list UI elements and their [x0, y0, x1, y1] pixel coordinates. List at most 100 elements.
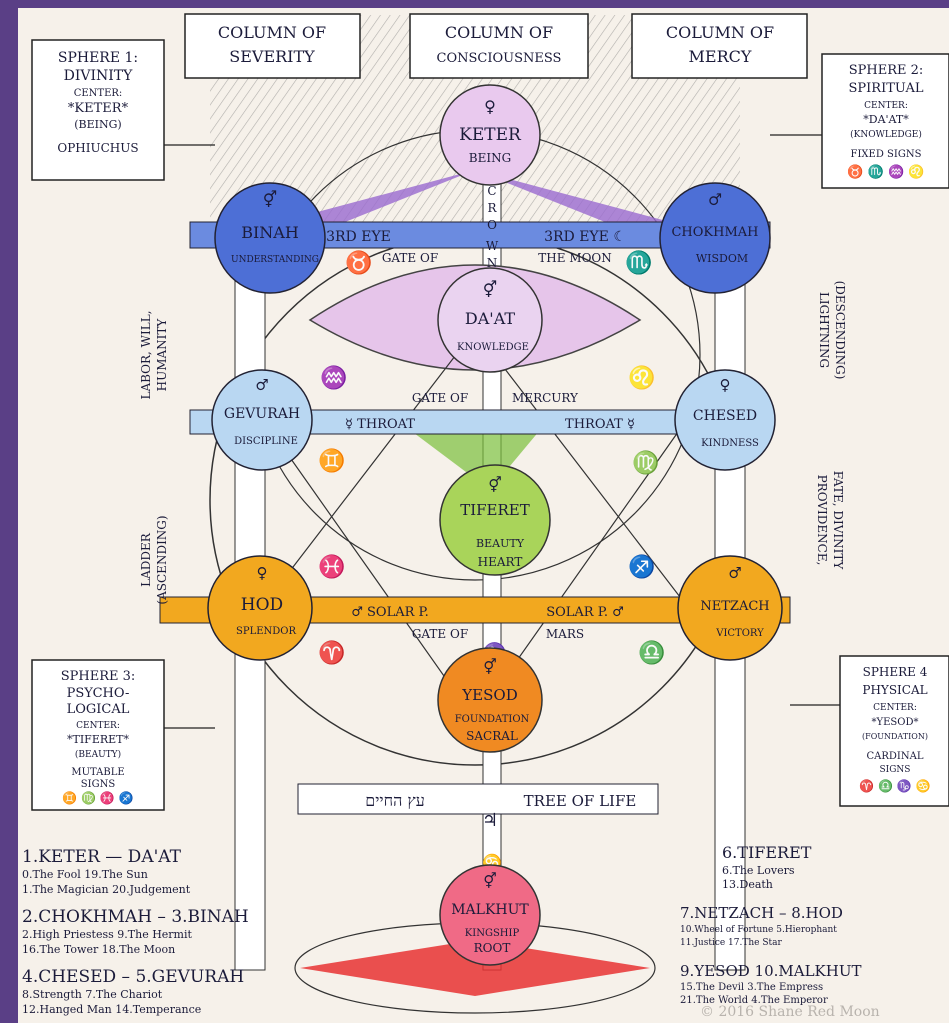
banner-throat-right: THROAT ☿: [565, 417, 635, 432]
sphere-malkhut: ⚥ MALKHUT KINGSHIP ROOT: [439, 864, 541, 966]
keter-symbol-icon: ♀: [484, 97, 496, 116]
sphere3-box: [31, 659, 165, 811]
tiferet-word: BEAUTY: [476, 537, 525, 550]
malkhut-word2: ROOT: [474, 941, 511, 955]
column-mercy-box: [631, 13, 808, 79]
virgo-icon: ♍: [632, 450, 659, 476]
gevurah-word: DISCIPLINE: [234, 436, 298, 447]
sphere2-line3: CENTER:: [864, 101, 908, 111]
sphere3-line4: CENTER:: [76, 721, 120, 731]
column-consciousness-line2: CONSCIOUSNESS: [437, 51, 562, 66]
chesed-name: CHESED: [693, 408, 757, 424]
gemini-icon: ♊: [318, 448, 345, 474]
sphere-netzach: ♂ NETZACH VICTORY: [677, 555, 783, 661]
side-label-lightning-2: (DESCENDING): [833, 281, 847, 380]
daat-symbol-icon: ⚥: [483, 280, 497, 299]
sphere1-line6: OPHIUCHUS: [57, 141, 138, 155]
sphere1-line1: SPHERE 1:: [58, 50, 138, 66]
banner-throat-left: ☿ THROAT: [345, 417, 415, 432]
legend-left-1-line0: 2.High Priestess 9.The Hermit: [22, 928, 193, 941]
sphere4-line6: CARDINAL: [867, 751, 924, 762]
legend-right: 6.TIFERET 6.The Lovers 13.Death 7.NETZAC…: [680, 843, 861, 1006]
sphere2-line5: (KNOWLEDGE): [850, 129, 922, 140]
side-label-lightning-1: LIGHTNING: [817, 292, 831, 368]
legend-right-2-line0: 15.The Devil 3.The Empress: [680, 982, 823, 993]
sphere3-line6: (BEAUTY): [75, 749, 121, 760]
binah-name: BINAH: [241, 223, 299, 242]
legend-right-1-title: 7.NETZACH – 8.HOD: [680, 904, 843, 922]
legend-left: 1.KETER — DA'AT 0.The Fool 19.The Sun 1.…: [22, 847, 249, 1016]
sphere3-line3: LOGICAL: [67, 702, 130, 717]
aries-icon: ♈: [318, 640, 345, 666]
binah-word: UNDERSTANDING: [231, 255, 319, 265]
crown-letter-r: R: [487, 201, 497, 215]
gate-moon-right: THE MOON: [538, 251, 612, 265]
crown-letter-c: C: [487, 184, 496, 198]
sphere1-line4: *KETER*: [68, 101, 129, 116]
sphere4-line3: CENTER:: [873, 703, 917, 713]
sphere-yesod: ⚥ YESOD FOUNDATION SACRAL: [437, 647, 543, 753]
legend-left-1-title: 2.CHOKHMAH – 3.BINAH: [22, 907, 249, 927]
keter-name: KETER: [459, 125, 522, 145]
gate-mercury-left: GATE OF: [412, 391, 468, 405]
sphere1-line5: (BEING): [74, 118, 121, 131]
side-label-labor-2: HUMANITY: [155, 318, 169, 392]
netzach-name: NETZACH: [700, 599, 769, 614]
legend-left-2-title: 4.CHESED – 5.GEVURAH: [22, 967, 244, 987]
legend-right-2-line1: 21.The World 4.The Emperor: [680, 995, 828, 1006]
legend-right-2-title: 9.YESOD 10.MALKHUT: [680, 962, 861, 980]
sphere1-box: [31, 39, 165, 181]
banner-hebrew: עץ החיים: [365, 791, 425, 810]
legend-right-0-line0: 6.The Lovers: [722, 864, 795, 877]
banner-solar-right: SOLAR P. ♂: [546, 605, 624, 620]
legend-right-1-line0: 10.Wheel of Fortune 5.Hierophant: [680, 925, 837, 935]
tiferet-word2: HEART: [478, 555, 523, 569]
column-mercy-line1: COLUMN OF: [666, 23, 774, 42]
sphere2-line7: ♉ ♏ ♒ ♌: [847, 164, 924, 180]
malkhut-name: MALKHUT: [451, 902, 529, 918]
gevurah-symbol-icon: ♂: [255, 376, 268, 394]
libra-icon: ♎: [638, 640, 665, 666]
pisces-icon: ♓: [318, 554, 345, 580]
gate-mars-right: MARS: [546, 627, 584, 641]
sphere4-box: [839, 655, 949, 807]
sphere1-line3: CENTER:: [74, 88, 123, 99]
legend-right-0-line1: 13.Death: [722, 878, 773, 891]
keter-word: BEING: [469, 151, 511, 165]
green-rays: [410, 430, 540, 490]
binah-symbol-icon: ⚥: [263, 190, 277, 209]
sphere1-line2: DIVINITY: [64, 68, 134, 84]
sphere-chokhmah: ♂ CHOKHMAH WISDOM: [659, 182, 771, 294]
banner-tree-of-life-text: TREE OF LIFE: [524, 792, 637, 810]
hod-name: HOD: [241, 595, 283, 615]
side-label-labor-1: LABOR, WILL,: [139, 310, 153, 399]
sagittarius-icon: ♐: [628, 554, 655, 580]
sphere2-line2: SPIRITUAL: [849, 81, 924, 96]
scorpio-icon: ♏: [625, 250, 652, 276]
netzach-word: VICTORY: [715, 628, 764, 639]
hod-symbol-icon: ♀: [257, 564, 268, 582]
chokhmah-name: CHOKHMAH: [671, 225, 758, 240]
column-mercy-line2: MERCY: [689, 47, 752, 66]
legend-left-0-line1: 1.The Magician 20.Judgement: [22, 883, 191, 896]
legend-left-0-line0: 0.The Fool 19.The Sun: [22, 868, 148, 881]
sphere-binah: ⚥ BINAH UNDERSTANDING: [214, 182, 326, 294]
daat-name: DA'AT: [465, 309, 515, 328]
banner-tree-of-life: [297, 783, 659, 815]
sphere4-line2: PHYSICAL: [862, 683, 927, 697]
chokhmah-symbol-icon: ♂: [708, 190, 722, 209]
legend-left-0-title: 1.KETER — DA'AT: [22, 847, 182, 867]
malkhut-word: KINGSHIP: [465, 928, 520, 939]
sphere-gevurah: ♂ GEVURAH DISCIPLINE: [211, 369, 313, 471]
crown-letter-o: O: [487, 218, 497, 232]
aquarius-icon: ♒: [320, 365, 347, 391]
sphere3-line5: *TIFERET*: [67, 733, 129, 746]
yesod-word: FOUNDATION: [455, 714, 530, 725]
sphere2-box: [821, 53, 949, 189]
column-consciousness-box: [409, 13, 589, 79]
yesod-name: YESOD: [461, 686, 517, 704]
sphere2-line4: *DA'AT*: [863, 113, 909, 126]
sphere3-line7: MUTABLE: [71, 767, 124, 778]
